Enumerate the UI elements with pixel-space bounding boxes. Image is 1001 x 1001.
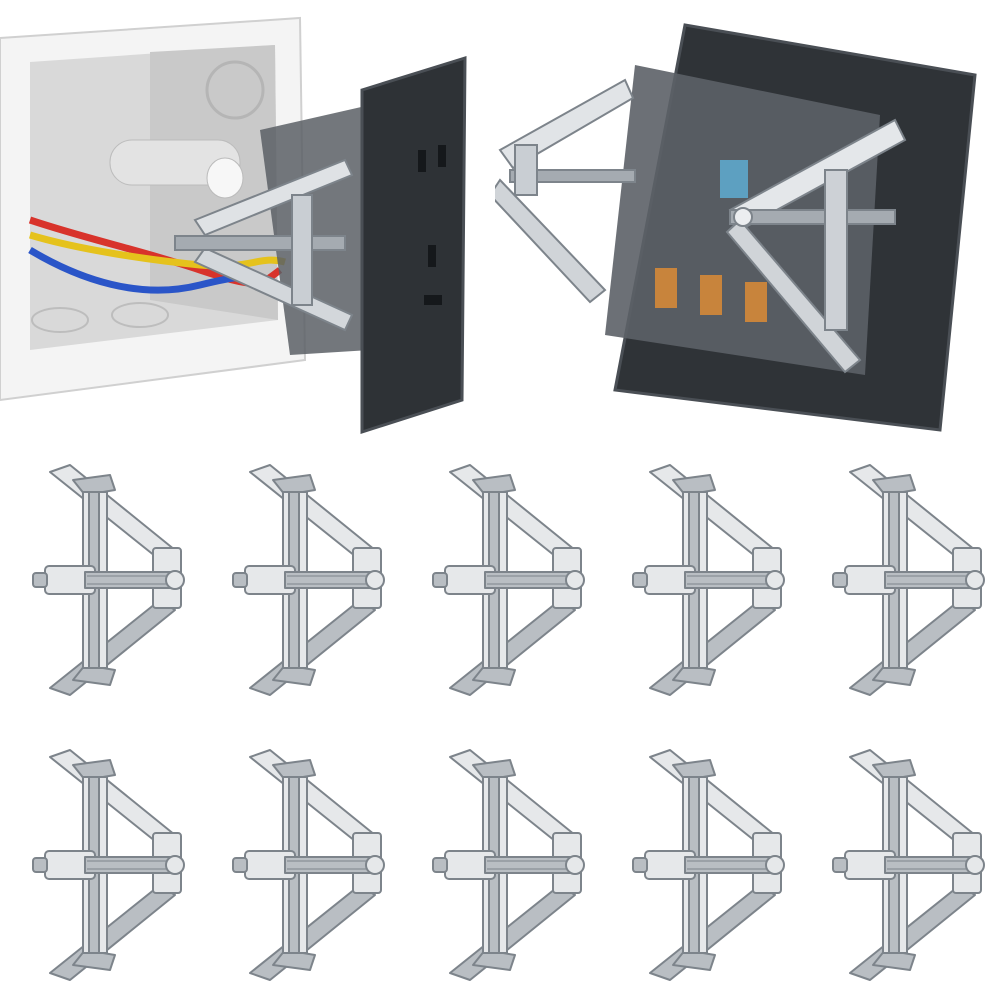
clip-item (625, 745, 795, 985)
clip-item (625, 460, 795, 700)
clip-item (425, 745, 595, 985)
mounting-clip (174, 158, 354, 332)
clip-item (25, 460, 195, 700)
left-mounting-clip (495, 78, 636, 304)
socket-back-clips-scene (495, 23, 977, 432)
clip-item (425, 460, 595, 700)
mounting-clip-icon (832, 749, 985, 981)
mounting-clip-icon (232, 464, 385, 696)
mounting-clip-icon (32, 749, 185, 981)
mounting-clip-icon (432, 749, 585, 981)
mounting-clip-icon (632, 749, 785, 981)
terminal-row (655, 268, 767, 322)
clip-item (225, 460, 395, 700)
mounting-clip-icon (32, 464, 185, 696)
clip-item (225, 745, 395, 985)
yellow-wire (28, 231, 286, 270)
junction-box-install-scene (0, 16, 467, 435)
mounting-clip-icon (632, 464, 785, 696)
socket-face-panel (360, 55, 467, 435)
right-mounting-clip (725, 118, 907, 374)
clip-item (25, 745, 195, 985)
clip-item (825, 460, 995, 700)
mounting-clip-icon (432, 464, 585, 696)
mounting-clip-icon (832, 464, 985, 696)
mounting-clip-icon (232, 749, 385, 981)
clip-grid (0, 455, 1001, 1001)
clip-item (825, 745, 995, 985)
